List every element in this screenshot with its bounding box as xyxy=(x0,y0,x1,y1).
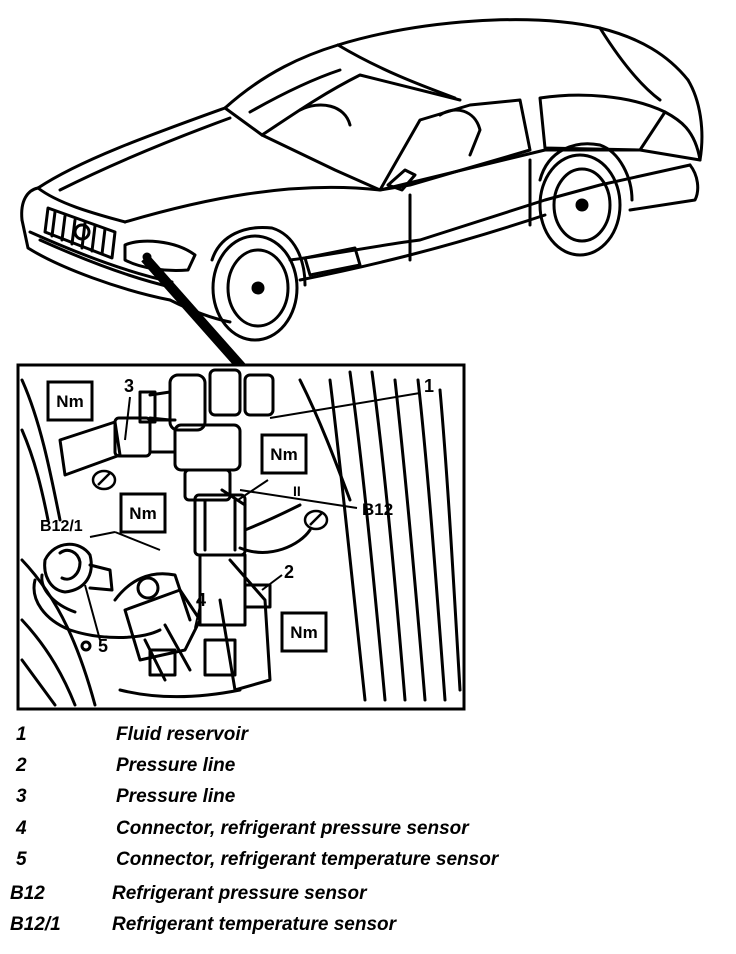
torque-label: Nm xyxy=(270,445,297,464)
legend-description: Refrigerant temperature sensor xyxy=(112,914,397,935)
legend-row: 1 Fluid reservoir xyxy=(0,724,736,754)
legend-row: B12/1 Refrigerant temperature sensor xyxy=(0,914,736,944)
torque-label: Nm xyxy=(290,623,317,642)
callout-1: 1 xyxy=(424,376,434,396)
leader-lines xyxy=(84,392,421,641)
legend-row: 5 Connector, refrigerant temperature sen… xyxy=(0,849,736,879)
torque-box-3: Nm xyxy=(119,492,167,534)
callout-3: 3 xyxy=(124,376,134,396)
legend-description: Fluid reservoir xyxy=(116,724,248,745)
car-illustration xyxy=(20,18,704,342)
legend-description: Connector, refrigerant pressure sensor xyxy=(116,818,469,839)
legend-id: 3 xyxy=(16,786,27,807)
torque-box-4: Nm xyxy=(280,611,328,653)
torque-box-2: Nm xyxy=(260,433,308,475)
pointer-line xyxy=(141,254,250,376)
callout-b12-1: B12/1 xyxy=(40,518,83,535)
legend-row: B12 Refrigerant pressure sensor xyxy=(0,883,736,913)
torque-label: Nm xyxy=(56,392,83,411)
legend-description: Pressure line xyxy=(116,786,236,807)
legend-row: 4 Connector, refrigerant pressure sensor xyxy=(0,818,736,848)
callout-5: 5 xyxy=(98,636,108,656)
detail-illustration xyxy=(20,368,462,707)
legend-id: 2 xyxy=(16,755,27,776)
legend-row: 2 Pressure line xyxy=(0,755,736,785)
clip-icon-right xyxy=(303,509,329,531)
callout-4: 4 xyxy=(196,590,206,610)
legend-description: Refrigerant pressure sensor xyxy=(112,883,367,904)
callout-tighten: II xyxy=(293,483,301,499)
callout-2: 2 xyxy=(284,562,294,582)
legend-description: Pressure line xyxy=(116,755,236,776)
legend-id: 4 xyxy=(16,818,27,839)
legend-id: 1 xyxy=(16,724,27,745)
callout-b12: B12 xyxy=(362,500,393,519)
legend-id: B12 xyxy=(10,883,45,904)
torque-label: Nm xyxy=(129,504,156,523)
clip-icon-left xyxy=(91,469,117,491)
torque-box-1: Nm xyxy=(46,380,94,422)
legend-id: B12/1 xyxy=(10,914,61,935)
legend-row: 3 Pressure line xyxy=(0,786,736,816)
legend-id: 5 xyxy=(16,849,27,870)
legend-description: Connector, refrigerant temperature senso… xyxy=(116,849,499,870)
